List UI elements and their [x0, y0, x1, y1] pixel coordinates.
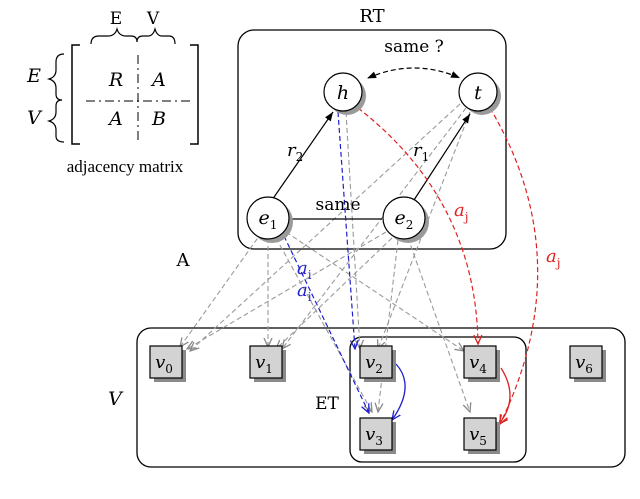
svg-text:v0: v0	[155, 352, 173, 376]
edge-label-ai-upper: ai	[297, 258, 312, 282]
matrix-cell-b: B	[151, 108, 166, 130]
matrix-top-brace-right	[136, 26, 176, 45]
node-t: t	[458, 72, 501, 115]
matrix-cell-a-bottom: A	[107, 108, 123, 130]
edge-label-same: same	[315, 195, 360, 215]
svg-text:v4: v4	[469, 352, 487, 376]
matrix-row-label-v: V	[27, 107, 43, 129]
edge-e2-v3	[378, 239, 399, 412]
edge-t-v5-aj	[489, 107, 539, 424]
edge-t-v1	[282, 107, 467, 349]
edge-t-v0	[190, 103, 461, 351]
matrix-top-brace-left	[90, 26, 138, 45]
edge-e2-v0	[187, 231, 387, 349]
matrix-left-brace-top	[46, 53, 65, 101]
adjacency-matrix: E V E V R A A B adjacency matrix	[26, 9, 199, 176]
svg-text:e1: e1	[259, 207, 278, 232]
region-label-et: ET	[315, 394, 339, 414]
matrix-left-brace-bottom	[46, 99, 65, 143]
node-v2: v2	[359, 345, 396, 382]
relation-edges	[271, 67, 471, 220]
svg-text:v1: v1	[255, 352, 273, 376]
rt-title: RT	[359, 6, 384, 27]
blue-ai-edges	[283, 111, 369, 413]
edge-e1-v3	[275, 237, 372, 412]
matrix-row-label-e: E	[26, 65, 41, 87]
region-label-a: A	[176, 250, 191, 271]
node-v0: v0	[149, 345, 186, 382]
matrix-caption: adjacency matrix	[67, 157, 184, 176]
edge-t-v2	[378, 111, 471, 349]
edge-label-ai-lower: ai	[297, 280, 312, 304]
svg-text:h: h	[337, 82, 349, 104]
edge-label-r2: r2	[287, 140, 303, 164]
region-label-v: V	[108, 388, 124, 410]
edge-e1-v4	[285, 231, 464, 351]
matrix-cell-a-top: A	[150, 69, 166, 91]
edge-label-r1: r1	[413, 140, 429, 164]
edge-h-t-same-question	[367, 67, 461, 79]
node-v3: v3	[359, 417, 396, 454]
rt-box	[237, 29, 507, 250]
gray-attribute-edges	[180, 103, 471, 412]
node-v5: v5	[463, 417, 500, 454]
node-e2: e2	[382, 196, 429, 243]
svg-text:v6: v6	[575, 352, 593, 376]
matrix-right-bracket	[190, 44, 199, 145]
edge-label-aj-outer: aj	[546, 246, 560, 270]
matrix-col-label-e: E	[110, 9, 122, 29]
edge-e1-v3-ai	[283, 235, 369, 413]
edge-h-v4-aj	[357, 107, 478, 344]
svg-text:v3: v3	[365, 424, 383, 448]
edge-label-aj-inner: aj	[454, 200, 468, 224]
edge-h-v2-ai	[337, 111, 355, 349]
svg-text:v5: v5	[469, 424, 487, 448]
svg-text:v2: v2	[365, 352, 383, 376]
node-e1: e1	[246, 196, 293, 243]
edge-e1-h-r2	[271, 111, 334, 201]
et-box	[349, 336, 527, 463]
edge-e2-v5	[407, 237, 470, 412]
edge-e1-v0	[180, 231, 263, 347]
node-v1: v1	[249, 345, 286, 382]
edge-label-same-question: same ?	[384, 37, 444, 57]
matrix-col-label-v: V	[146, 9, 160, 29]
edge-e2-t-r1	[413, 113, 471, 201]
v-nodes: v0 v1 v2 v3 v4 v5 v6	[149, 345, 606, 454]
node-v6: v6	[569, 345, 606, 382]
svg-text:e2: e2	[395, 207, 414, 232]
node-v4: v4	[463, 345, 500, 382]
edge-v4-v5-solid	[499, 367, 511, 424]
svg-text:t: t	[474, 82, 482, 104]
node-h: h	[323, 72, 366, 115]
v-box	[136, 327, 626, 468]
red-aj-edges	[357, 107, 539, 424]
matrix-left-bracket	[71, 44, 80, 145]
edge-e2-v1	[276, 237, 393, 349]
edge-v2-v3-solid	[392, 363, 406, 420]
matrix-cell-r: R	[108, 69, 123, 91]
